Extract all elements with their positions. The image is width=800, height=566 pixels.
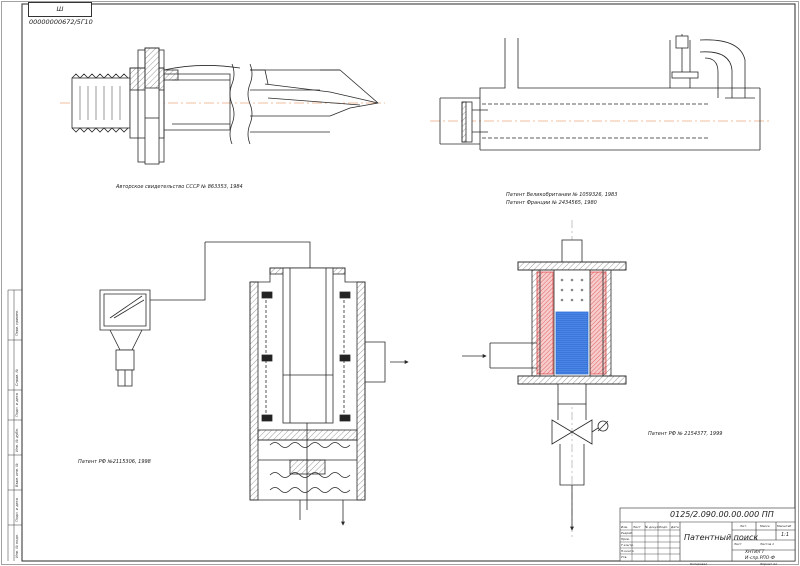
side-strip	[7, 289, 22, 561]
format-label: Формат А1	[760, 562, 778, 566]
row-nkontr: Н.контр.	[621, 549, 635, 553]
separator-small-drawing	[99, 242, 206, 387]
caption-patent-rf-right: Патент РФ № 2154377, 1999	[648, 431, 722, 437]
strip-inv-podl: Инв. № подл.	[15, 533, 19, 558]
caption-patent-rf-left: Патент РФ №2115306, 1998	[78, 459, 151, 465]
pipe-heater-drawing	[430, 34, 770, 151]
col-list: Лист	[633, 525, 641, 529]
row-utv: Утв.	[621, 555, 628, 559]
strip-perv-primen: Перв. примен.	[15, 309, 19, 336]
col-izm: Изм.	[621, 525, 629, 529]
separator-section-drawing	[205, 241, 409, 526]
mass-header: Масса	[760, 524, 770, 528]
scale-value: 1:1	[781, 532, 790, 538]
caption-patent-ussr: Авторское свидетельство СССР № 863353, 1…	[115, 184, 243, 190]
stage-header: Лит.	[740, 524, 747, 528]
row-razrab: Разраб.	[621, 531, 633, 535]
col-data: Дата	[671, 525, 679, 529]
row-prov: Пров.	[621, 537, 630, 541]
document-stamp: Ш 00000000672/5Г10	[28, 2, 93, 26]
magnetic-separator-drawing	[462, 220, 627, 540]
col-ndoc: № докум.	[645, 525, 660, 529]
strip-inv-dubl: Инв. № дубл.	[15, 428, 19, 452]
sheet-label: Лист	[734, 542, 742, 546]
caption-patent-fr: Патент Франции № 2434565, 1980	[506, 200, 597, 206]
copied-label: Копировал	[690, 562, 708, 566]
org-line1: ХНТИ/ГТ	[745, 550, 765, 555]
drawing-frame	[21, 3, 796, 562]
nozzle-drawing	[60, 47, 385, 165]
caption-patent-uk: Патент Великобритании № 1059326, 1983	[506, 192, 617, 198]
row-tkontr: Т.контр.	[621, 543, 635, 547]
scale-header: Масштаб	[777, 524, 792, 528]
designation: 0125/2.090.00.00.000 ПП	[670, 510, 774, 519]
title-block	[619, 507, 796, 562]
sheet-title: Патентный поиск	[684, 533, 759, 542]
org-line2: И-спр.РПО-Ф	[745, 556, 775, 561]
strip-podp-1: Подп. и дата	[15, 393, 19, 417]
strip-podp-2: Подп. и дата	[15, 498, 19, 522]
sheets-label: Листов 1	[760, 542, 775, 546]
col-podp: Подп.	[659, 525, 669, 529]
strip-vzam-inv: Взам. инв. №	[15, 463, 19, 487]
strip-sprav: Справ. №	[15, 368, 19, 386]
